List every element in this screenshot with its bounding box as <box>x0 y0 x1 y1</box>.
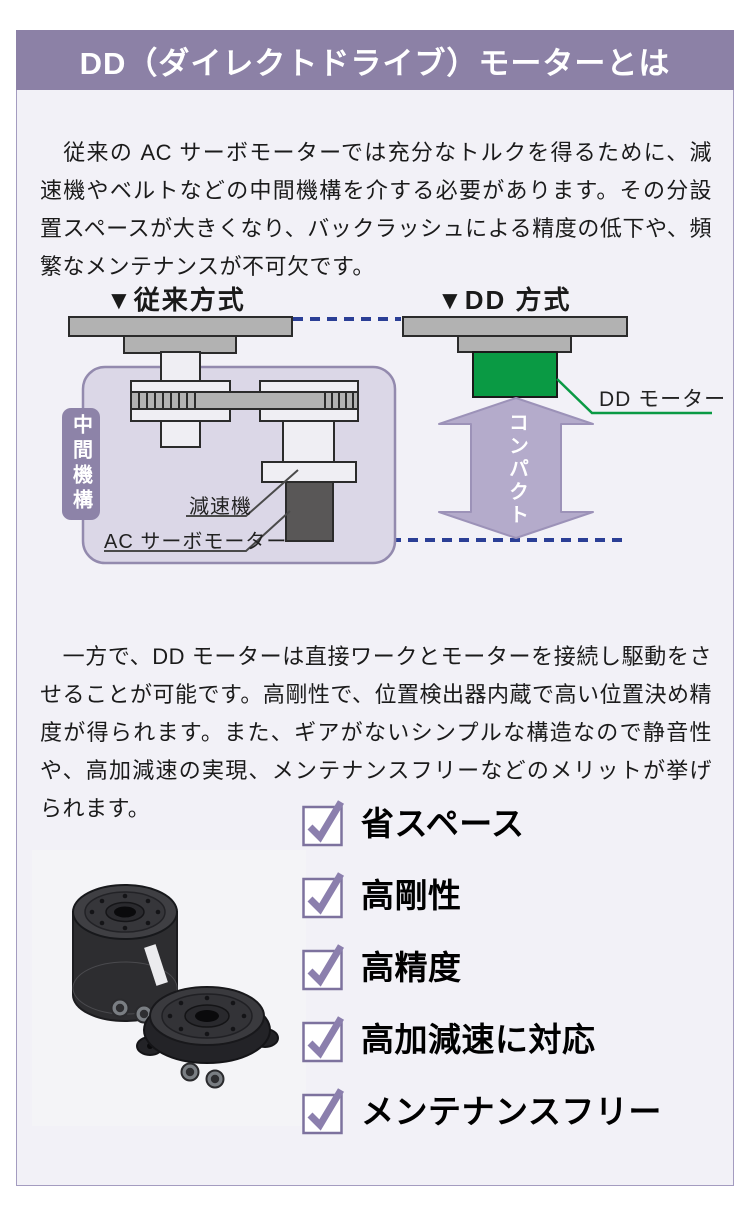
conventional-method-title: ▼従来方式 <box>106 285 246 315</box>
intermediate-mechanism-badge <box>62 408 100 520</box>
dd-motor-product-flat <box>136 986 279 1089</box>
label-sticker <box>144 944 168 986</box>
benefit-item-maintenance-free: メンテナンスフリー <box>302 1087 662 1134</box>
gear-teeth-hatching <box>138 393 354 408</box>
bolt-holes-tall <box>89 893 161 931</box>
ac-servo-callout-line <box>104 510 291 552</box>
dd-method-title: ▼DD 方式 <box>437 285 572 315</box>
drive-shaft-lower <box>160 420 201 448</box>
benefit-label: 高加減速に対応 <box>361 1021 596 1058</box>
table-hub-right <box>457 335 572 353</box>
checkmark-icon <box>302 1087 345 1134</box>
compact-double-arrow <box>438 397 594 539</box>
intro-paragraph: 従来の AC サーボモーターでは充分なトルクを得るために、減速機やベルトなどの中… <box>40 140 712 279</box>
benefit-item-high-rigidity: 高剛性 <box>302 871 662 918</box>
belt <box>130 391 359 410</box>
header-band: DD（ダイレクトドライブ）モーターとは <box>16 30 734 90</box>
table-hub-left <box>123 335 237 354</box>
comparison-diagram <box>62 316 712 565</box>
pulley-flanges <box>130 380 359 483</box>
connectors-flat <box>180 1062 225 1089</box>
benefit-label: 省スペース <box>361 805 525 842</box>
dd-motor-label: DD モーター <box>599 388 727 411</box>
drive-shaft-upper <box>160 351 201 384</box>
dd-motor-product-tall <box>72 884 178 1024</box>
connectors-tall <box>110 998 154 1024</box>
dd-system-drawing <box>402 316 712 539</box>
reducer-callout-line <box>186 469 299 517</box>
reducer-label: 減速機 <box>189 496 252 518</box>
checkmark-icon <box>302 799 345 846</box>
dd-motor-body <box>472 351 558 398</box>
page-title: DD（ダイレクトドライブ）モーターとは <box>79 45 671 81</box>
product-photo <box>32 850 306 1126</box>
ac-servo-motor-label: AC サーボモーター <box>104 531 288 553</box>
checkmark-icon <box>302 871 345 918</box>
bolt-holes-flat <box>167 995 247 1037</box>
checkmark-icon <box>302 943 345 990</box>
compact-label: コンパクト <box>505 411 528 527</box>
benefit-item-space-saving: 省スペース <box>302 799 662 846</box>
body-paragraph: 一方で、DD モーターは直接ワークとモーターを接続し駆動をさせることが可能です。… <box>40 644 712 821</box>
benefit-item-high-precision: 高精度 <box>302 943 662 990</box>
motor-shaft <box>282 420 335 463</box>
benefit-label: メンテナンスフリー <box>361 1093 662 1130</box>
benefits-checklist: 省スペース 高剛性 高精度 高加減速に対応 <box>302 799 662 1134</box>
checkmark-icon <box>302 1015 345 1062</box>
reducer-flange <box>261 461 357 483</box>
benefit-item-high-acceleration: 高加減速に対応 <box>302 1015 662 1062</box>
benefit-label: 高剛性 <box>361 877 462 914</box>
ac-servo-motor-body <box>285 481 334 542</box>
dd-motor-callout-line <box>556 378 712 415</box>
conventional-system-drawing <box>62 316 397 565</box>
benefit-label: 高精度 <box>361 949 462 986</box>
intermediate-mechanism-label: 中間機構 <box>69 414 92 514</box>
work-table-left <box>68 316 293 337</box>
work-table-right <box>402 316 628 337</box>
